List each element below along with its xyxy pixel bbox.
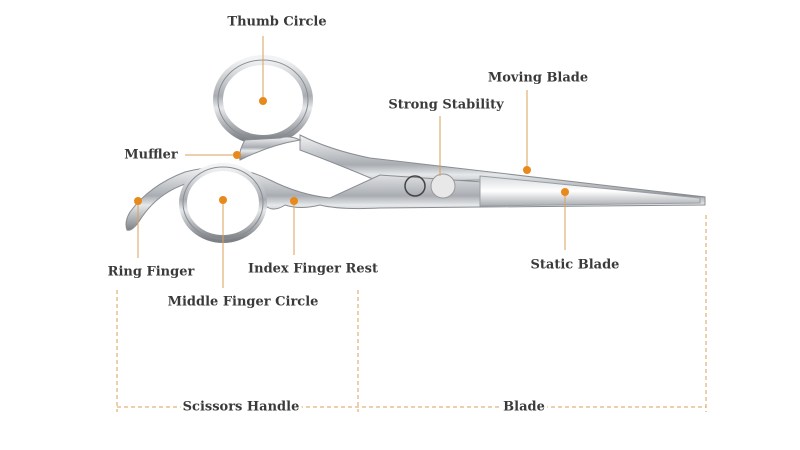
dimension-lines [116, 215, 707, 412]
label-moving-blade: Moving Blade [485, 70, 591, 86]
thumb-circle-dot [259, 97, 267, 105]
pivot-screw-icon [430, 173, 456, 199]
label-strong-stability: Strong Stability [386, 97, 506, 113]
label-blade: Blade [501, 399, 547, 415]
label-thumb-circle: Thumb Circle [225, 14, 329, 30]
muffler-dot [233, 151, 241, 159]
label-scissors-handle: Scissors Handle [180, 399, 302, 415]
label-ring-finger: Ring Finger [105, 264, 197, 280]
label-muffler: Muffler [122, 147, 180, 163]
middle-finger-dot [219, 196, 227, 204]
static-blade-shape [125, 163, 706, 243]
moving-blade-dot [523, 166, 531, 174]
marker-dots [134, 97, 569, 205]
leader-lines [137, 36, 566, 288]
index-rest-dot [290, 197, 298, 205]
label-index-finger-rest: Index Finger Rest [246, 261, 380, 277]
label-static-blade: Static Blade [528, 257, 622, 273]
label-middle-finger-circle: Middle Finger Circle [165, 294, 321, 310]
ring-finger-dot [134, 197, 142, 205]
brand-logo-icon [404, 175, 426, 197]
static-blade-dot [561, 188, 569, 196]
